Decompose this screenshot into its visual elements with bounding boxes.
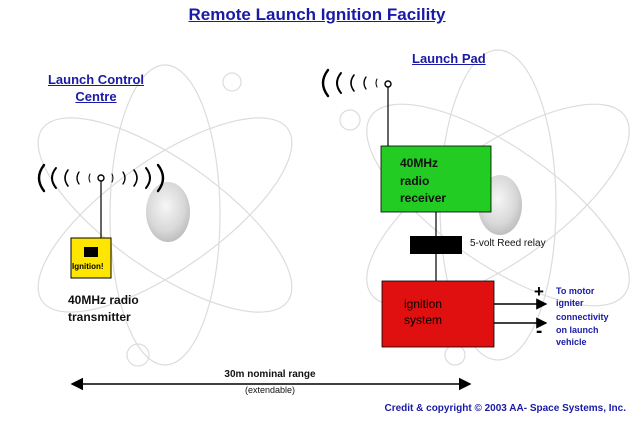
launch-pad-heading: Launch Pad	[412, 51, 486, 66]
range-label: 30m nominal range	[224, 369, 316, 380]
relay-label: 5-volt Reed relay	[470, 238, 546, 249]
page-title: Remote Launch Ignition Facility	[188, 5, 446, 24]
positive-terminal-sign: +	[534, 282, 544, 301]
transmitter-box	[70, 237, 112, 279]
motor-note-line2: igniter	[556, 298, 584, 308]
range-sublabel: (extendable)	[244, 385, 296, 395]
ignition-label-line2: system	[404, 313, 443, 327]
launch-control-heading: Launch Control Centre	[47, 72, 145, 104]
transmitter-button	[84, 247, 98, 257]
transmitter-desc-line1: 40MHz radio	[68, 293, 139, 307]
receiver-label-line2: radio	[400, 174, 430, 188]
negative-terminal-sign: -	[536, 321, 543, 342]
ignition-label-line1: ignition	[404, 297, 443, 311]
motor-note-line3: connectivity	[556, 312, 609, 322]
transmitter-desc-line2: transmitter	[68, 310, 131, 324]
credit-text: Credit & copyright © 2003 AA- Space Syst…	[384, 403, 626, 414]
receiver-radio-waves	[321, 68, 392, 98]
receiver-label-line3: receiver	[400, 191, 447, 205]
motor-note-line5: vehicle	[556, 337, 587, 347]
atom-nucleus-left	[146, 182, 190, 242]
receiver-box	[380, 145, 492, 213]
motor-note-line4: on launch	[556, 325, 599, 335]
transmitter-label: Ignition!	[72, 262, 104, 271]
ignition-box	[381, 280, 495, 348]
motor-note-line1: To motor	[556, 286, 595, 296]
reed-relay	[410, 236, 462, 254]
receiver-label-line1: 40MHz	[400, 156, 439, 170]
